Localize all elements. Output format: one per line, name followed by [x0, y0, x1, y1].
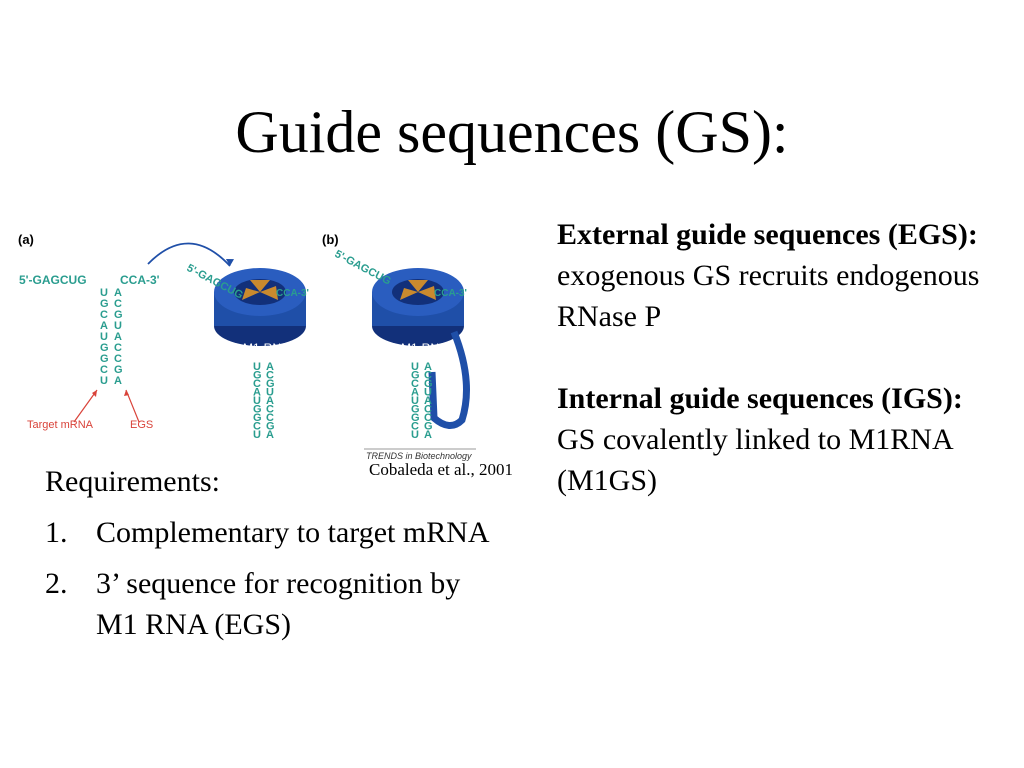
stem-letter-left: A — [100, 320, 108, 332]
stem-letter-left: G — [253, 412, 262, 424]
stem-letter-left: G — [100, 298, 109, 310]
panel-a-label: (a) — [18, 232, 34, 247]
stem-letter-right: C — [266, 412, 274, 424]
stem-letter-right: C — [424, 404, 432, 416]
stem-letter-right: U — [424, 387, 432, 399]
stem-letter-right: A — [114, 331, 122, 343]
stem-letter-left: C — [253, 378, 261, 390]
stem-letter-left: U — [253, 429, 261, 441]
stem-letter-left: U — [253, 395, 261, 407]
citation: Cobaleda et al., 2001 — [369, 460, 513, 479]
stem-letter-right: G — [266, 421, 275, 433]
strand-5prime-b2: 5'-GAGCUG — [333, 248, 393, 288]
stem-letter-left: C — [411, 421, 419, 433]
stem-letter-left: U — [100, 287, 108, 299]
stem-letter-right: U — [114, 320, 122, 332]
stem-letter-right: A — [114, 375, 122, 387]
strand-3prime-b1: CCA-3' — [276, 288, 309, 299]
panel-b-label: (b) — [322, 232, 339, 247]
stem-letter-left: G — [100, 342, 109, 354]
egs-definition: External guide sequences (EGS): exogenou… — [557, 214, 997, 337]
stem-letter-right: G — [424, 378, 433, 390]
stem-letter-left: U — [411, 395, 419, 407]
requirement-item: 1. Complementary to target mRNA — [45, 512, 505, 553]
stem-letter-right: U — [266, 387, 274, 399]
journal-credit: TRENDS in Biotechnology — [366, 451, 472, 461]
stem-letter-right: C — [424, 370, 432, 382]
stem-letter-right: G — [266, 378, 275, 390]
target-mrna-label: Target mRNA — [27, 419, 94, 431]
requirements-block: Requirements: 1. Complementary to target… — [45, 461, 505, 655]
requirement-text: Complementary to target mRNA — [96, 516, 490, 549]
m1rna-ring-a — [214, 268, 306, 346]
strand-3prime-a: CCA-3' — [120, 273, 160, 287]
egs-arrowhead — [124, 390, 129, 396]
stem-letter-left: A — [411, 387, 419, 399]
stem-letter-left: C — [100, 309, 108, 321]
requirements-heading: Requirements: — [45, 465, 220, 498]
stem-letter-left: G — [411, 370, 420, 382]
stem-letter-left: G — [253, 404, 262, 416]
stem-letter-left: C — [411, 378, 419, 390]
egs-label: EGS — [130, 419, 153, 431]
stem-letter-right: C — [424, 412, 432, 424]
stem-letter-right: A — [266, 361, 274, 373]
egs-description: exogenous GS recruits endogenous RNase P — [557, 259, 980, 333]
requirement-text: 3’ sequence for recognition by M1 RNA (E… — [96, 567, 461, 641]
stem-letter-left: U — [411, 429, 419, 441]
stem-letter-right: A — [114, 287, 122, 299]
stem-letter-right: G — [424, 421, 433, 433]
stem-letter-right: G — [114, 309, 123, 321]
stem-letter-left: U — [100, 331, 108, 343]
stem-letter-left: G — [411, 404, 420, 416]
stem-letter-left: G — [100, 353, 109, 365]
stem-letter-right: C — [114, 353, 122, 365]
stem-letter-right: A — [424, 395, 432, 407]
stem-letter-left: A — [253, 387, 261, 399]
stem-letter-right: C — [114, 298, 122, 310]
stem-letter-right: C — [114, 342, 122, 354]
requirement-number: 2. — [45, 567, 68, 600]
stem-letter-right: C — [266, 370, 274, 382]
slide-title: Guide sequences (GS): — [235, 99, 789, 165]
igs-definition: Internal guide sequences (IGS): GS coval… — [557, 378, 997, 501]
curved-arrowhead — [225, 259, 234, 266]
igs-description: GS covalently linked to M1RNA (M1GS) — [557, 423, 952, 497]
stem-letter-left: G — [253, 370, 262, 382]
egs-arrow — [125, 389, 140, 423]
m1rna-label-a: M1-RNA — [243, 341, 289, 355]
igs-term: Internal guide sequences (IGS): — [557, 382, 963, 415]
stem-letter-left: G — [411, 412, 420, 424]
stem-letter-right: A — [424, 429, 432, 441]
stem-letter-right: C — [266, 404, 274, 416]
stem-letter-left: C — [100, 364, 108, 376]
stem-letter-left: U — [253, 361, 261, 373]
requirement-item: 2. 3’ sequence for recognition by M1 RNA… — [45, 563, 505, 645]
requirements-list: 1. Complementary to target mRNA 2. 3’ se… — [45, 512, 505, 645]
curved-arrow — [147, 242, 231, 267]
stem-letter-right: A — [424, 361, 432, 373]
strand-5prime-a: 5'-GAGCUG — [19, 273, 87, 287]
stem-letter-right: G — [114, 364, 123, 376]
stem-letter-left: U — [411, 361, 419, 373]
strand-3prime-b2: CCA-3' — [434, 288, 467, 299]
target-arrowhead — [92, 390, 97, 397]
m1rna-label-b: M1-RNA — [401, 341, 447, 355]
egs-term: External guide sequences (EGS): — [557, 218, 978, 251]
target-arrow — [73, 389, 98, 423]
m1rna-ring-b — [372, 268, 470, 429]
stem-letter-right: A — [266, 395, 274, 407]
stem-letter-right: A — [266, 429, 274, 441]
stem-letter-left: U — [100, 375, 108, 387]
stem-letter-left: C — [253, 421, 261, 433]
requirement-number: 1. — [45, 516, 68, 549]
guide-definitions: External guide sequences (EGS): exogenou… — [557, 214, 997, 542]
